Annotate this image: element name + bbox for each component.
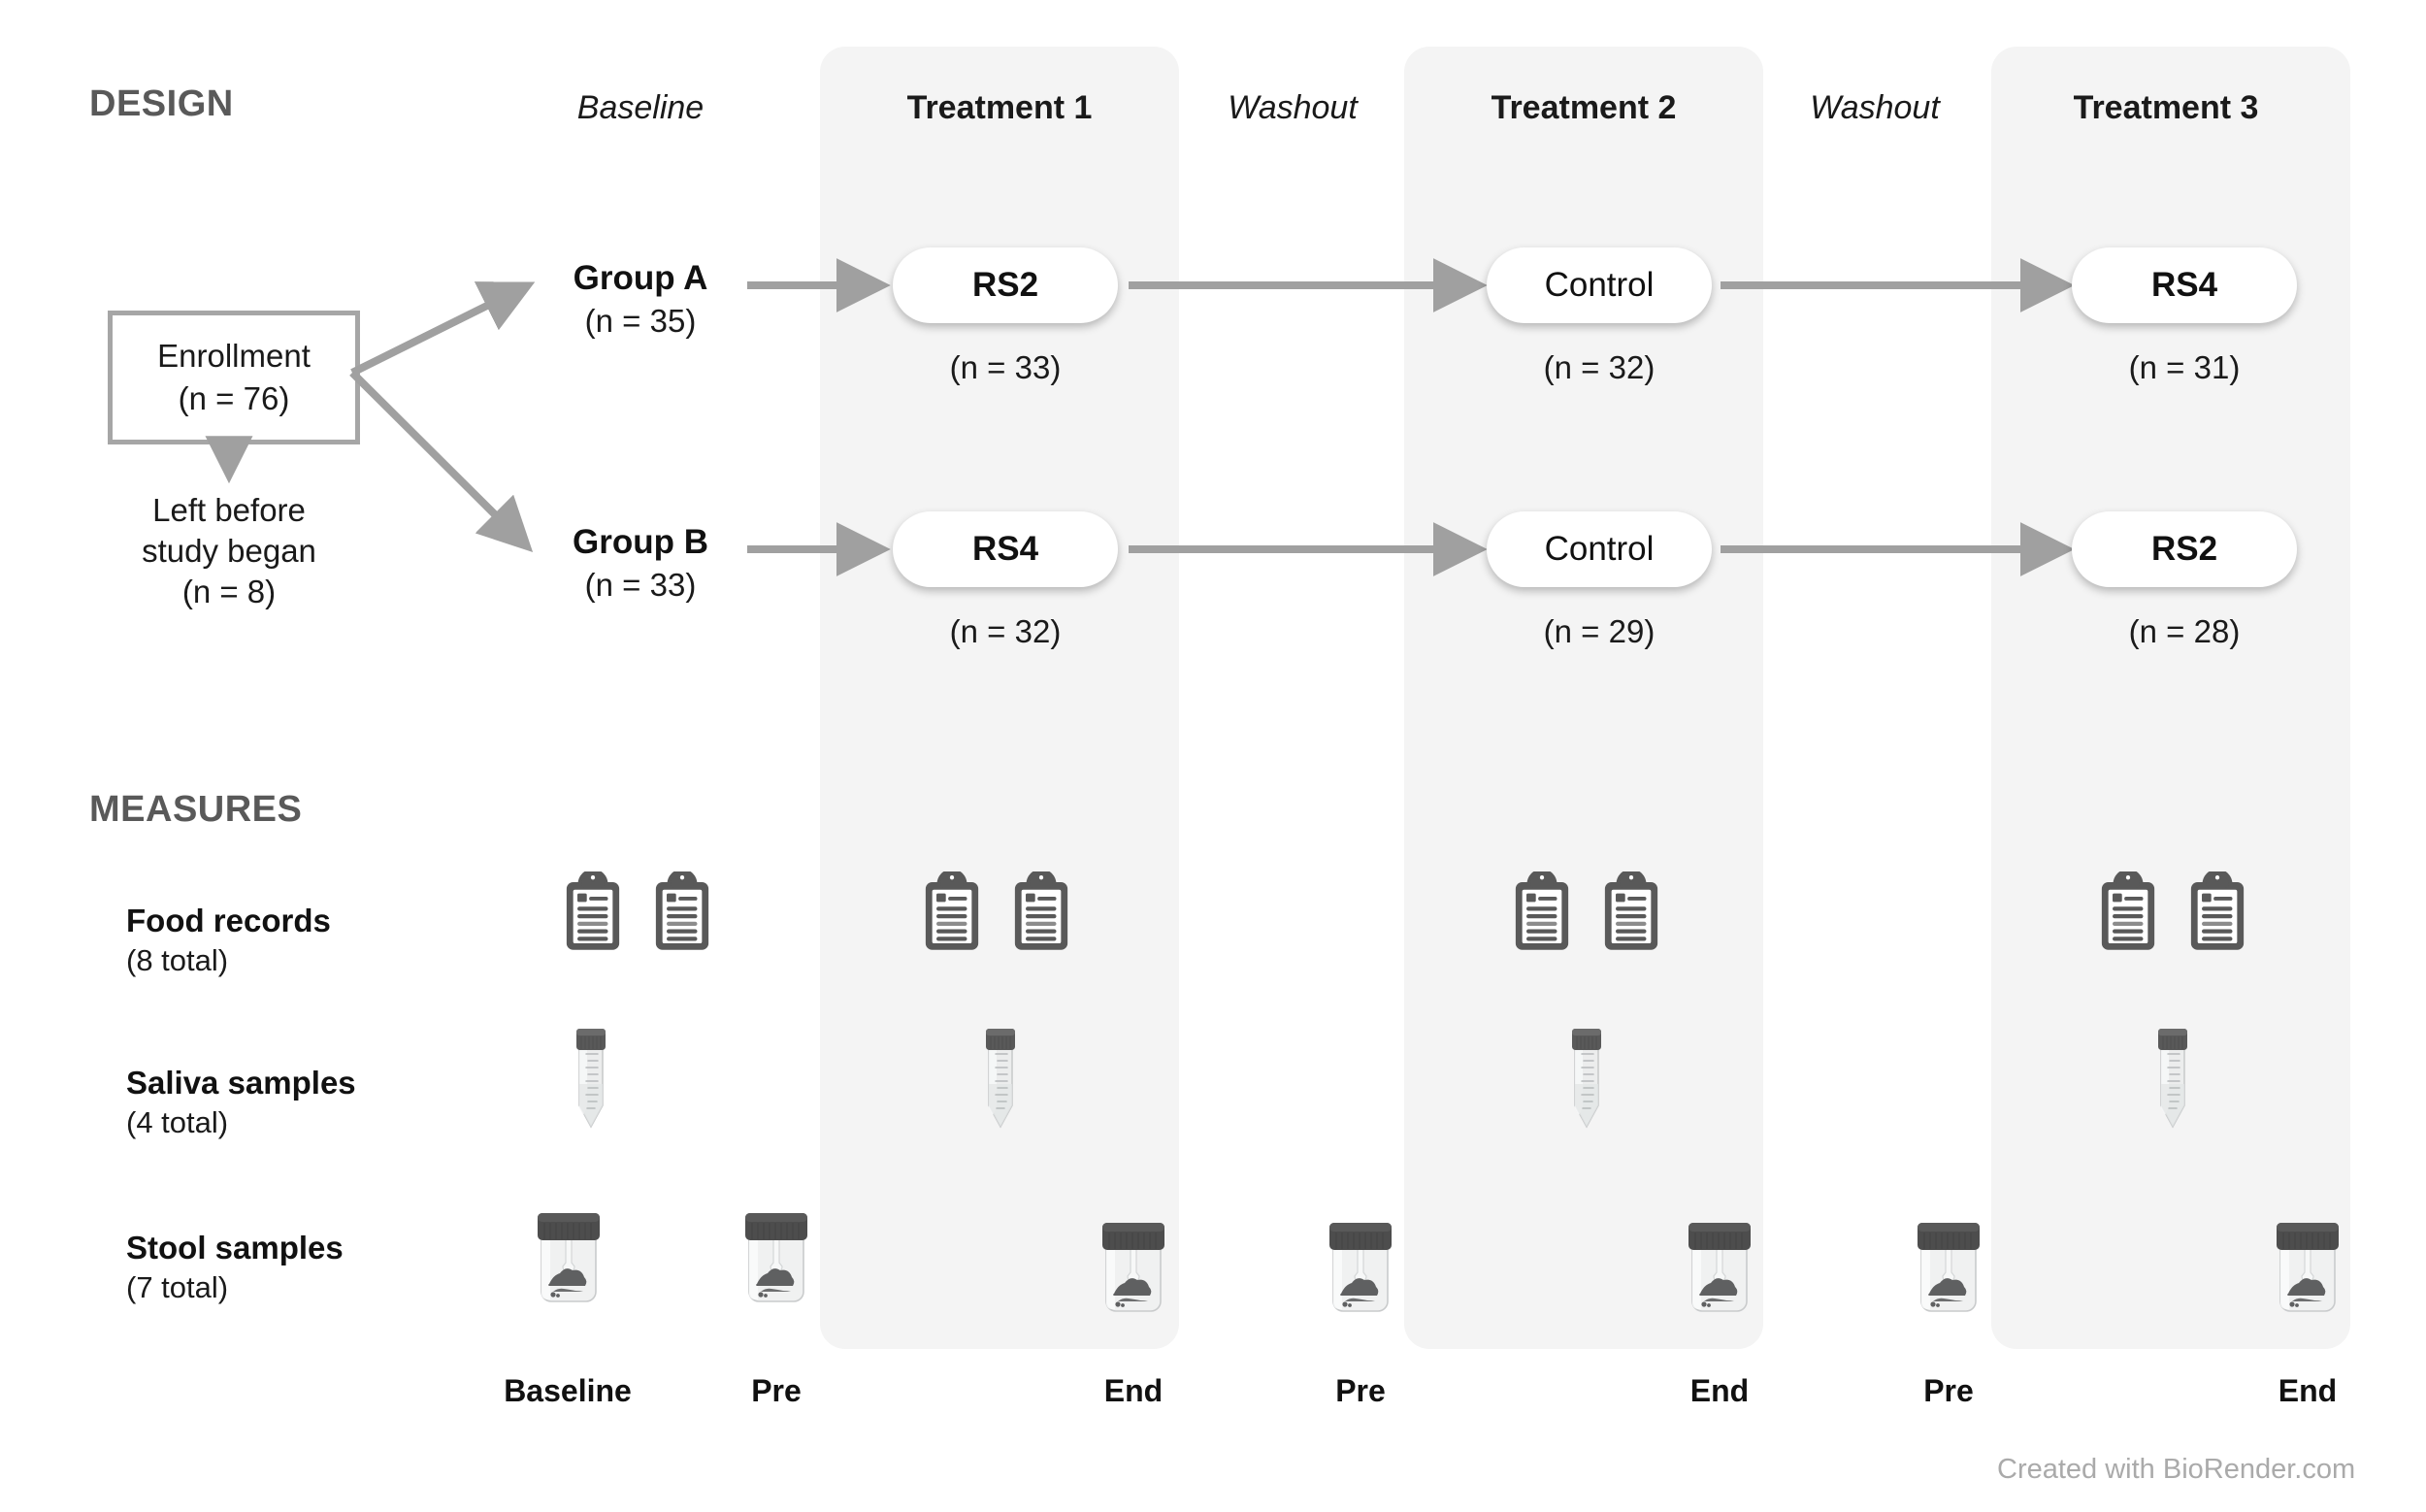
measure-label-saliva-samples: Saliva samples (4 total) (126, 1063, 475, 1142)
treatment-pill-b3-label: RS2 (2150, 530, 2218, 568)
column-header-treatment-3: Treatment 3 (2073, 89, 2259, 126)
phase-panel-treatment-1 (820, 47, 1179, 1349)
design-section-heading: DESIGN (89, 83, 234, 124)
timeline-label-end-2: End (1689, 1373, 1750, 1408)
specimen-jar-icon (744, 1212, 808, 1302)
timeline-label-pre-3: Pre (1923, 1373, 1974, 1408)
clipboard-icon (2190, 871, 2245, 950)
timeline-label-pre-1: Pre (751, 1373, 802, 1408)
dropout-note: Left before study began (n = 8) (83, 490, 375, 612)
treatment-pill-b3-count: (n = 28) (2128, 613, 2241, 649)
treatment-pill-b1-count: (n = 32) (949, 613, 1062, 649)
enrollment-box: Enrollment (n = 76) (108, 311, 360, 444)
group-label-b: Group B (n = 33) (519, 521, 762, 607)
enrollment-title: Enrollment (157, 338, 311, 374)
treatment-pill-b1[interactable]: RS4 (893, 511, 1118, 587)
phase-panel-treatment-3 (1991, 47, 2350, 1349)
timeline-label-end-1: End (1103, 1373, 1164, 1408)
timeline-label-end-3: End (2278, 1373, 2338, 1408)
column-header-treatment-2: Treatment 2 (1491, 89, 1677, 126)
treatment-pill-a2-count: (n = 32) (1543, 349, 1656, 385)
clipboard-icon (566, 871, 620, 950)
test-tube-icon (575, 1028, 606, 1128)
measure-label-food-records: Food records (8 total) (126, 901, 475, 980)
treatment-pill-a2[interactable]: Control (1487, 247, 1712, 323)
group-a-name: Group A (573, 259, 708, 297)
group-b-count: (n = 33) (584, 567, 697, 603)
measure-saliva-samples-name: Saliva samples (126, 1065, 356, 1101)
clipboard-icon (2101, 871, 2155, 950)
treatment-pill-a1[interactable]: RS2 (893, 247, 1118, 323)
timeline-label-pre-2: Pre (1335, 1373, 1386, 1408)
test-tube-icon (1571, 1028, 1602, 1128)
treatment-pill-a1-label: RS2 (971, 266, 1039, 304)
measure-saliva-samples-total: (4 total) (126, 1105, 229, 1139)
clipboard-icon (925, 871, 979, 950)
column-header-baseline: Baseline (576, 89, 705, 126)
enrollment-count: (n = 76) (178, 380, 290, 416)
treatment-pill-a3-label: RS4 (2150, 266, 2218, 304)
phase-panel-treatment-2 (1404, 47, 1763, 1349)
treatment-pill-a1-count: (n = 33) (949, 349, 1062, 385)
clipboard-icon (1515, 871, 1569, 950)
treatment-pill-b2[interactable]: Control (1487, 511, 1712, 587)
clipboard-icon (1604, 871, 1658, 950)
treatment-pill-b2-label: Control (1544, 530, 1655, 568)
treatment-pill-b2-count: (n = 29) (1543, 613, 1656, 649)
clipboard-icon (1014, 871, 1068, 950)
treatment-pill-a3-count: (n = 31) (2128, 349, 2241, 385)
column-header-washout-2: Washout (1810, 89, 1940, 126)
specimen-jar-icon (1688, 1222, 1752, 1312)
column-header-treatment-1: Treatment 1 (906, 89, 1093, 126)
measure-food-records-name: Food records (126, 903, 331, 938)
treatment-pill-a3[interactable]: RS4 (2072, 247, 2297, 323)
dropout-line-2: study began (142, 533, 316, 569)
specimen-jar-icon (1101, 1222, 1165, 1312)
treatment-pill-a2-label: Control (1544, 266, 1655, 304)
timeline-label-baseline: Baseline (504, 1373, 632, 1408)
test-tube-icon (2157, 1028, 2188, 1128)
measures-section-heading: MEASURES (89, 789, 303, 830)
group-a-count: (n = 35) (584, 303, 697, 339)
specimen-jar-icon (537, 1212, 601, 1302)
group-b-name: Group B (573, 523, 708, 561)
measure-stool-samples-name: Stool samples (126, 1230, 344, 1265)
biorender-credit: Created with BioRender.com (1997, 1454, 2356, 1485)
measure-food-records-total: (8 total) (126, 943, 229, 977)
treatment-pill-b1-label: RS4 (971, 530, 1039, 568)
column-header-washout-1: Washout (1228, 89, 1358, 126)
dropout-line-1: Left before (152, 492, 306, 528)
dropout-count: (n = 8) (181, 574, 277, 609)
test-tube-icon (985, 1028, 1016, 1128)
treatment-pill-b3[interactable]: RS2 (2072, 511, 2297, 587)
specimen-jar-icon (1328, 1222, 1393, 1312)
clipboard-icon (655, 871, 709, 950)
measure-stool-samples-total: (7 total) (126, 1270, 229, 1304)
specimen-jar-icon (2276, 1222, 2340, 1312)
measure-label-stool-samples: Stool samples (7 total) (126, 1228, 475, 1307)
specimen-jar-icon (1917, 1222, 1981, 1312)
group-label-a: Group A (n = 35) (519, 257, 762, 343)
